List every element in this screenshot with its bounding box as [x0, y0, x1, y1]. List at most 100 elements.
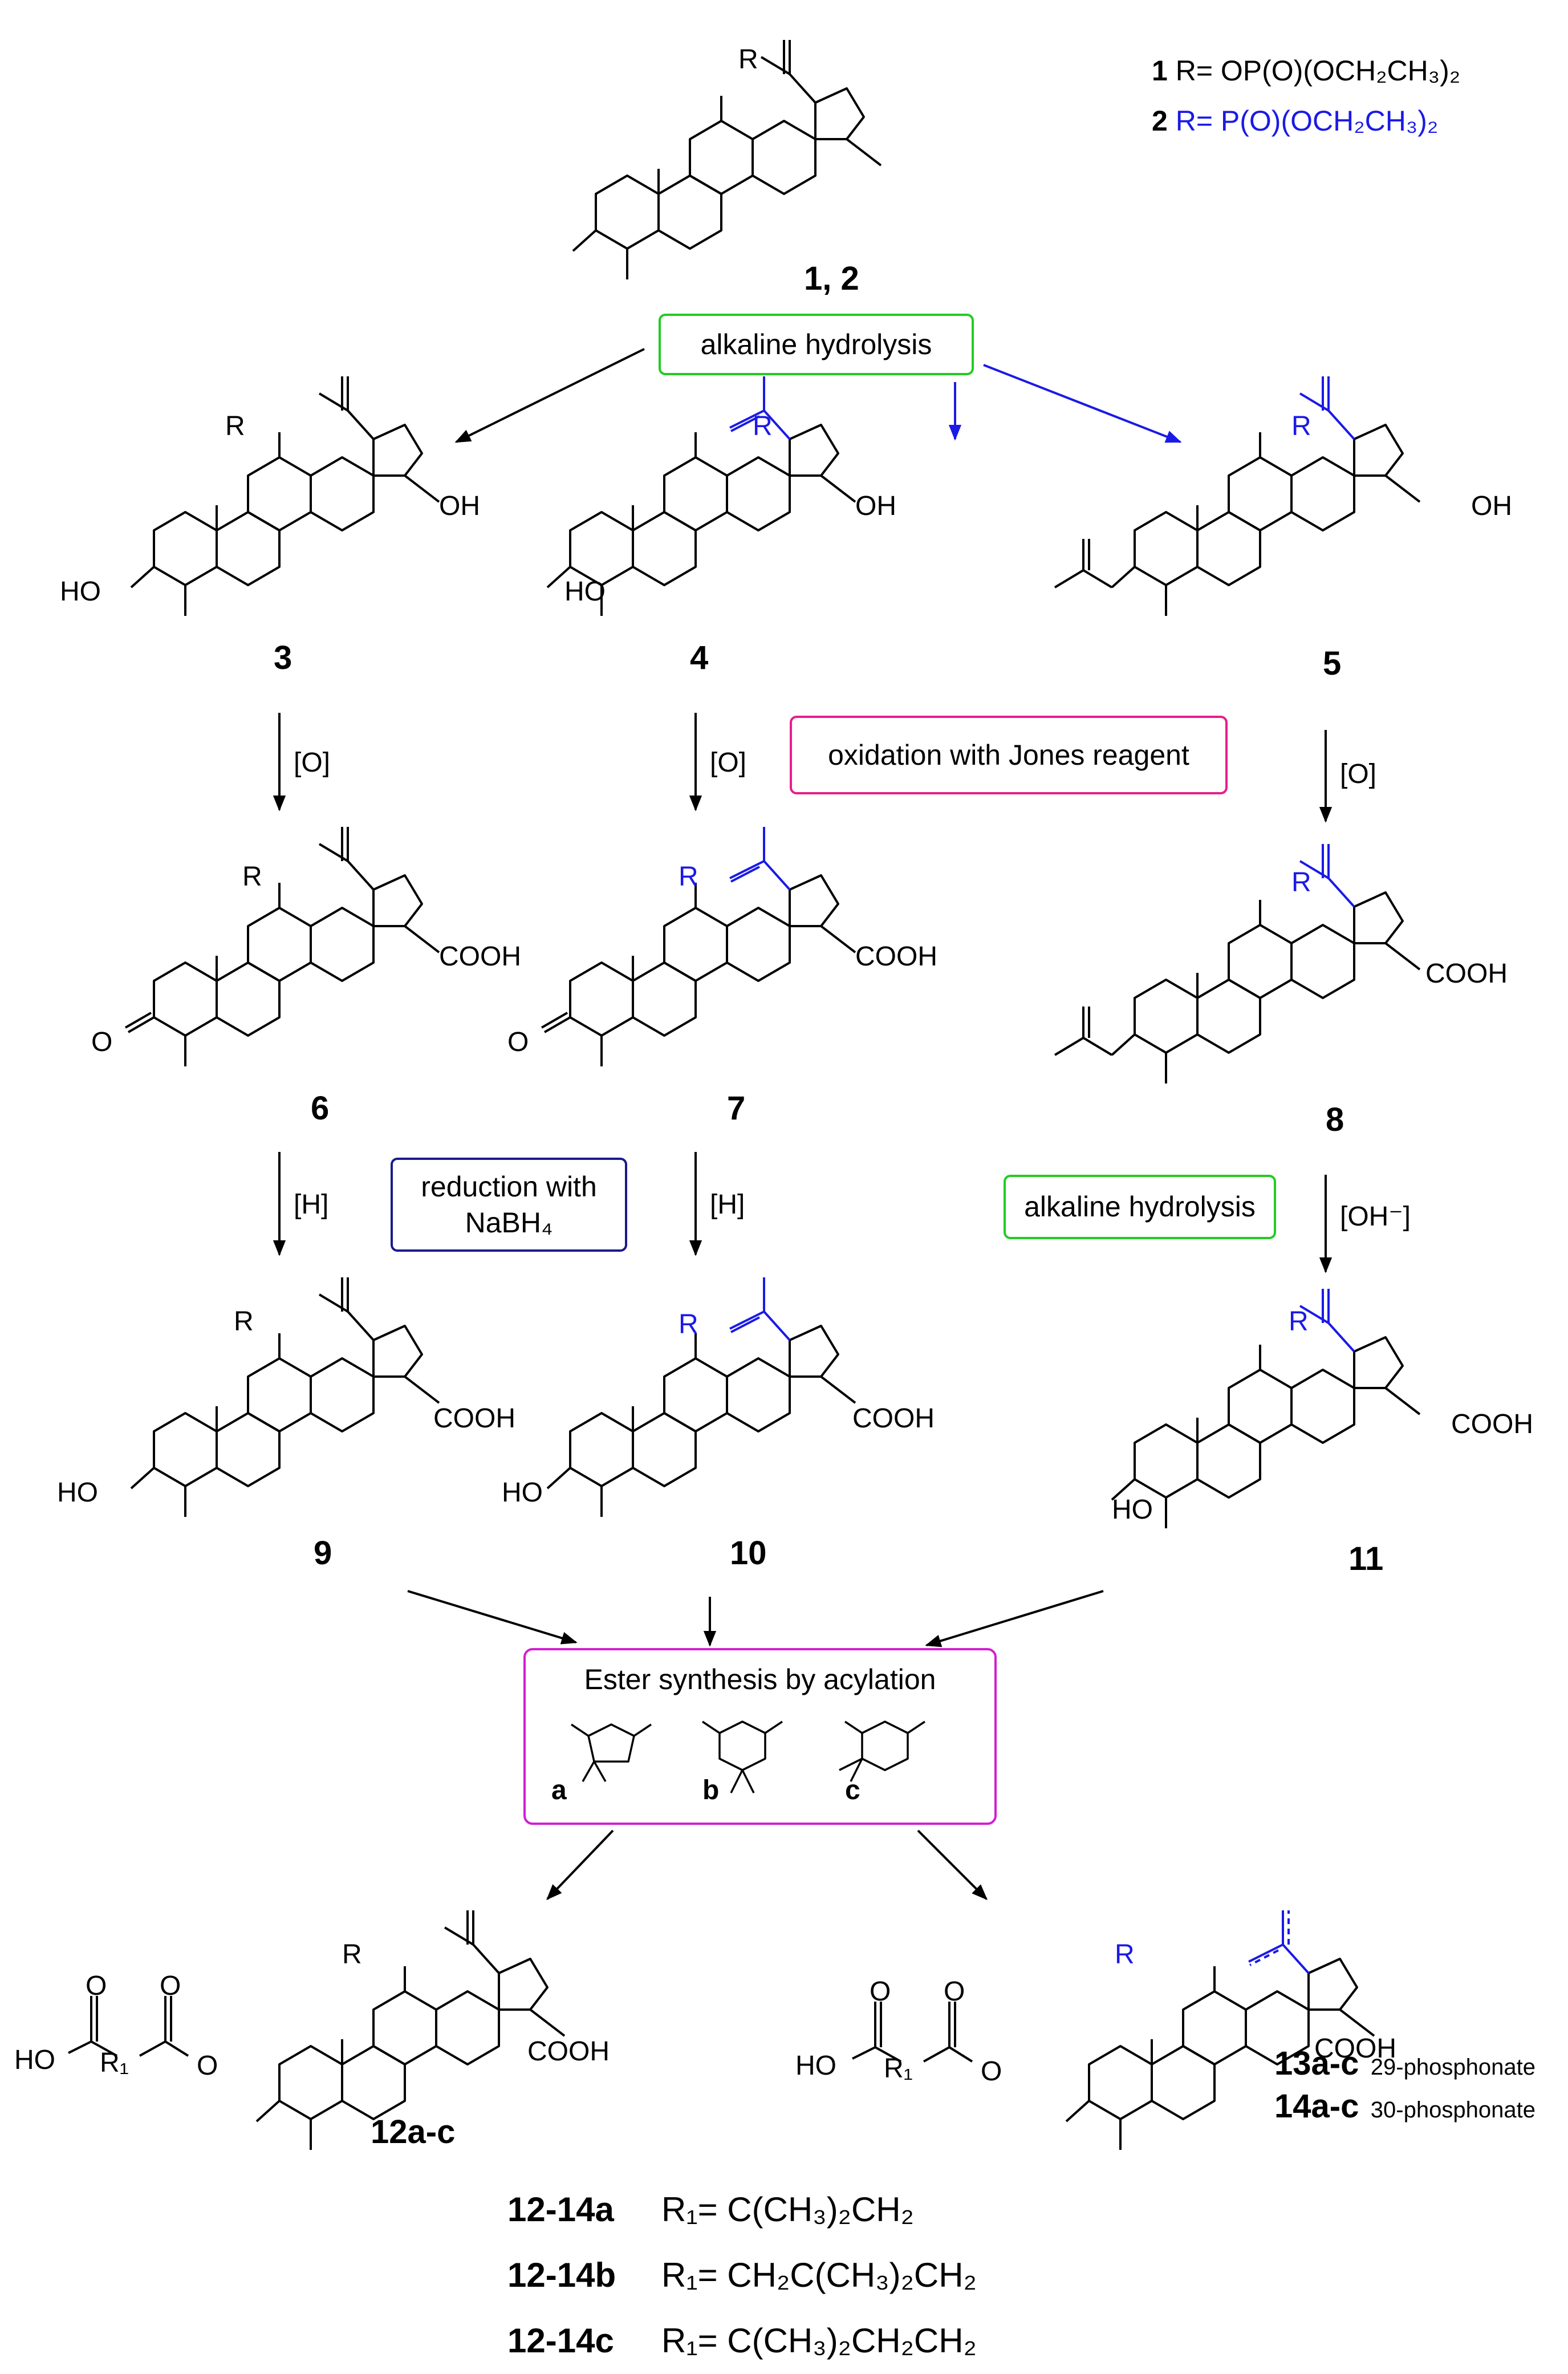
structure-12 — [255, 1910, 566, 2150]
annotation-29-phosphonate: 29-phosphonate — [1370, 2055, 1535, 2080]
annotation-30-phosphonate: 30-phosphonate — [1370, 2097, 1535, 2123]
anhydride-label-a: a — [551, 1775, 567, 1805]
r-label-4: R — [753, 411, 773, 441]
cooh-label-6: COOH — [439, 942, 521, 972]
compound-label-14: 14a-c — [1274, 2088, 1359, 2125]
compound-label-11: 11 — [1348, 1540, 1384, 1577]
oh-label-4: OH — [855, 491, 896, 521]
o-label-13b: O — [944, 1977, 965, 2007]
compound-label-14-row: 14a-c 30-phosphonate — [1274, 2087, 1535, 2125]
ho-label-11: HO — [1112, 1495, 1153, 1525]
compound-label-5: 5 — [1323, 645, 1342, 682]
oh-label-3: OH — [439, 491, 480, 521]
box-nabh4-reduction: reduction with NaBH₄ — [391, 1158, 627, 1252]
r-group: R — [738, 44, 758, 75]
r1-label-12: R₁ — [100, 2048, 129, 2078]
legend-entry-1: 1 R= OP(O)(OCH₂CH₃)₂ — [1152, 54, 1460, 87]
ho-label-9: HO — [57, 1478, 98, 1508]
structure-13-14 — [1065, 1910, 1375, 2150]
r-label-11: R — [1289, 1306, 1309, 1337]
r-label-8: R — [1291, 867, 1311, 898]
compound-label-4: 4 — [690, 639, 709, 676]
r-label-3: R — [225, 411, 245, 441]
structure-9 — [130, 1277, 440, 1517]
o-label-13a: O — [870, 1977, 891, 2007]
compound-label-8: 8 — [1326, 1101, 1344, 1138]
anhydride-structures — [571, 1720, 925, 1793]
o-label-7: O — [507, 1027, 529, 1057]
r1-legend-c: 12-14c R₁= C(CH₃)₂CH₂CH₂ — [507, 2321, 977, 2360]
arrow-to-5 — [983, 364, 1182, 443]
cooh-label-12: COOH — [527, 2036, 610, 2067]
cooh-label-9: COOH — [433, 1403, 515, 1434]
r1-legend-a-value: R₁= C(CH₃)₂CH₂ — [661, 2190, 914, 2229]
r-label-5: R — [1291, 411, 1311, 441]
structure-5 — [1054, 376, 1421, 616]
ho-label-12: HO — [14, 2045, 55, 2075]
structure-11 — [1111, 1289, 1421, 1528]
structure-1-2: R — [572, 40, 882, 279]
ester-title: Ester synthesis by acylation — [584, 1663, 936, 1695]
o-label-12b: O — [160, 1971, 181, 2001]
o-label-13c: O — [981, 2056, 1002, 2087]
box-jones-oxidation: oxidation with Jones reagent — [790, 716, 1228, 794]
r-label-6: R — [242, 862, 262, 892]
arrow-to-3 — [454, 348, 645, 443]
legend-entry-2: 2 R= P(O)(OCH₂CH₃)₂ — [1152, 104, 1460, 137]
anhydride-label-c: c — [845, 1775, 860, 1805]
o-label-12a: O — [86, 1971, 107, 2001]
condition-ox-4-7: [O] — [710, 748, 747, 778]
compound-label-6: 6 — [311, 1090, 330, 1127]
compound-label-10: 10 — [730, 1535, 767, 1572]
cooh-label-7: COOH — [855, 942, 937, 972]
ho-label-4: HO — [564, 577, 606, 607]
arrow-ester-to-13 — [917, 1829, 988, 1900]
cooh-label-10: COOH — [852, 1403, 935, 1434]
ho-label-3: HO — [60, 577, 101, 607]
anhydride-label-b: b — [702, 1775, 720, 1805]
o-label-12c: O — [197, 2051, 218, 2081]
r-label-7: R — [679, 862, 698, 892]
condition-red-6-9: [H] — [294, 1190, 329, 1220]
legend-text-2: R= P(O)(OCH₂CH₃)₂ — [1175, 105, 1439, 137]
o-label-6: O — [91, 1027, 113, 1057]
oh-label-5: OH — [1471, 491, 1512, 521]
compound-label-13-row: 13a-c 29-phosphonate — [1274, 2044, 1535, 2083]
condition-ox-3-6: [O] — [294, 748, 331, 778]
compound-label-7: 7 — [727, 1090, 746, 1127]
legend-num-2: 2 — [1152, 105, 1168, 137]
r1-label-13: R₁ — [884, 2054, 913, 2084]
r1-legend-c-label: 12-14c — [507, 2322, 614, 2360]
box-alkaline-hydrolysis-right: alkaline hydrolysis — [1004, 1175, 1276, 1239]
structure-3 — [130, 376, 440, 616]
r-label-10: R — [679, 1309, 698, 1340]
cooh-label-13: COOH — [1314, 2034, 1396, 2064]
compound-label-12: 12a-c — [371, 2113, 456, 2150]
condition-red-7-10: [H] — [710, 1190, 745, 1220]
r1-legend-a-label: 12-14a — [507, 2190, 614, 2229]
box-alkaline-hydrolysis-top: alkaline hydrolysis — [659, 314, 974, 375]
r-label-12: R — [342, 1939, 362, 1970]
structure-4 — [546, 376, 856, 616]
arrow-11-to-ester — [925, 1590, 1104, 1647]
box-ester-synthesis: Ester synthesis by acylation a b c — [523, 1648, 997, 1825]
r1-legend-c-value: R₁= C(CH₃)₂CH₂CH₂ — [661, 2322, 977, 2360]
r-label-9: R — [234, 1306, 254, 1337]
condition-oh-8-11: [OH⁻] — [1340, 1202, 1411, 1232]
structure-6 — [124, 827, 440, 1066]
r-label-13: R — [1115, 1939, 1135, 1970]
compound-label-9: 9 — [314, 1535, 332, 1572]
legend-r-groups: 1 R= OP(O)(OCH₂CH₃)₂ 2 R= P(O)(OCH₂CH₃)₂ — [1152, 54, 1460, 137]
ester-chain-12 — [68, 1996, 189, 2057]
legend-num-1: 1 — [1152, 55, 1168, 87]
structure-7 — [541, 827, 856, 1066]
cooh-label-8: COOH — [1425, 959, 1508, 989]
ho-label-13: HO — [795, 2051, 836, 2081]
compound-label-1-2: 1, 2 — [804, 260, 859, 297]
r1-legend-b-value: R₁= CH₂C(CH₃)₂CH₂ — [661, 2256, 977, 2294]
ho-label-10: HO — [502, 1478, 543, 1508]
legend-text-1: R= OP(O)(OCH₂CH₃)₂ — [1175, 55, 1461, 87]
structure-8 — [1054, 844, 1421, 1083]
